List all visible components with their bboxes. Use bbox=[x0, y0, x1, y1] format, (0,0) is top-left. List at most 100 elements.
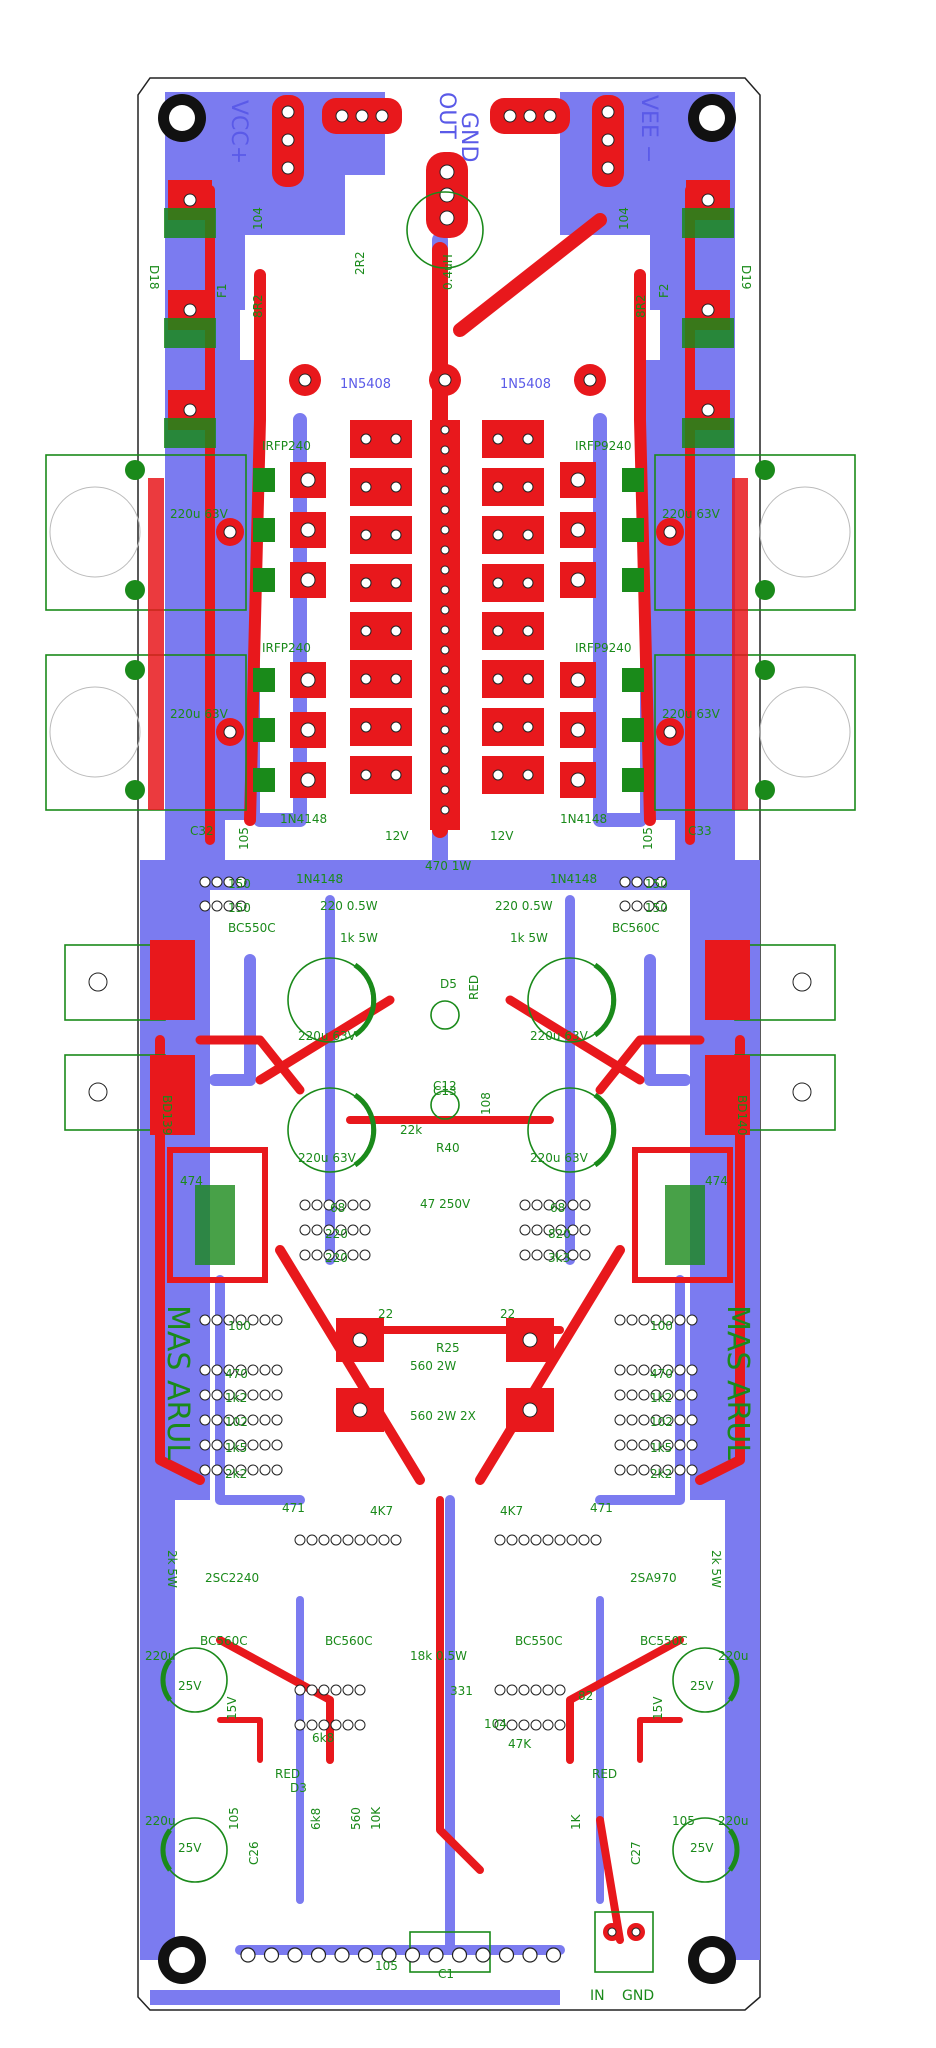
fuse-body-2 bbox=[164, 418, 216, 448]
pad-22-3 bbox=[330, 1534, 342, 1546]
label-r8r2-r: 8R2 bbox=[634, 294, 648, 318]
pad-11-2 bbox=[638, 1464, 650, 1476]
label-c104-r: 104 bbox=[617, 207, 631, 230]
source-resistor-R4 bbox=[482, 612, 544, 650]
label-out: OUT bbox=[434, 92, 459, 139]
fuse-body-5 bbox=[682, 418, 734, 448]
label-cap-8: 220u 63V bbox=[530, 1151, 589, 1165]
label-1n5408-r: 1N5408 bbox=[500, 377, 551, 392]
label-c474-l: 474 bbox=[180, 1174, 203, 1188]
pad-4-5 bbox=[259, 1439, 271, 1451]
sr-hole-a bbox=[360, 721, 372, 733]
bus-via bbox=[440, 425, 450, 435]
header-pad-2 bbox=[287, 1947, 303, 1963]
label-bc560c-b: BC560C bbox=[200, 1634, 248, 1648]
pad-1-1 bbox=[211, 1364, 223, 1376]
pad-23-3 bbox=[530, 1534, 542, 1546]
pad-8-4 bbox=[662, 1389, 674, 1401]
pmos-lead-4 bbox=[622, 718, 644, 742]
sr-hole-b bbox=[390, 481, 402, 493]
label-r82: 82 bbox=[578, 1689, 593, 1703]
label-r25: R25 bbox=[436, 1341, 460, 1355]
pad-27-0 bbox=[494, 1719, 506, 1731]
fuse-hole-1 bbox=[183, 303, 197, 317]
pad-22-7 bbox=[378, 1534, 390, 1546]
pad-5-3 bbox=[235, 1464, 247, 1476]
nmos-lead-3 bbox=[253, 668, 275, 692]
header-pad-0 bbox=[240, 1947, 256, 1963]
label-2sc2240: 2SC2240 bbox=[205, 1571, 259, 1585]
label-cap-4: 220u 63V bbox=[662, 707, 721, 721]
label-cap-5: 220u 63V bbox=[298, 1029, 357, 1043]
pad-17-5 bbox=[579, 1249, 591, 1261]
label-r220-r: 220 0.5W bbox=[495, 899, 553, 913]
label-12v-l: 12V bbox=[385, 829, 409, 843]
pad-2-6 bbox=[271, 1389, 283, 1401]
sr-hole-b bbox=[522, 433, 534, 445]
pad-3-1 bbox=[211, 1414, 223, 1426]
label-r4k7-r: 4K7 bbox=[500, 1504, 523, 1518]
sr-hole-a bbox=[360, 673, 372, 685]
pad-13-2 bbox=[323, 1224, 335, 1236]
label-r2k2-l: 2k2 bbox=[225, 1467, 247, 1481]
label-r2r2: 2R2 bbox=[353, 251, 367, 275]
source-resistor-L7 bbox=[350, 756, 412, 794]
bus-via bbox=[440, 485, 450, 495]
sr-hole-b bbox=[522, 529, 534, 541]
power-stage bbox=[164, 180, 734, 830]
label-cap-2: 220u 63V bbox=[170, 707, 229, 721]
pad-22-1 bbox=[306, 1534, 318, 1546]
pad-10-5 bbox=[674, 1439, 686, 1451]
label-r68-l: 68 bbox=[330, 1201, 345, 1215]
terminal-labels: VCC+ OUT GND VEE − IN GND bbox=[226, 92, 661, 2004]
pad-2-1 bbox=[211, 1389, 223, 1401]
pad-9-0 bbox=[614, 1414, 626, 1426]
label-c105-a: 105 bbox=[237, 827, 251, 850]
nmos-lead-0 bbox=[253, 468, 275, 492]
pad-19-3 bbox=[235, 900, 247, 912]
label-25v-2: 25V bbox=[690, 1679, 714, 1693]
pad-1-5 bbox=[259, 1364, 271, 1376]
rect-diode-hole-1 bbox=[438, 373, 452, 387]
pad-27-2 bbox=[518, 1719, 530, 1731]
label-r2k2-r: 2k2 bbox=[650, 1467, 672, 1481]
label-r3k3: 3k3 bbox=[548, 1251, 570, 1265]
sr-hole-a bbox=[492, 481, 504, 493]
pad-21-0 bbox=[619, 900, 631, 912]
label-c105-e: 105 bbox=[375, 1959, 398, 1973]
pmos-lead-5 bbox=[622, 768, 644, 792]
pad-5-1 bbox=[211, 1464, 223, 1476]
pmos-lead-3 bbox=[622, 668, 644, 692]
label-r68-r: 68 bbox=[550, 1201, 565, 1215]
label-r102-r: 102 bbox=[650, 1415, 673, 1429]
sr-hole-b bbox=[522, 625, 534, 637]
label-1n4148-c: 1N4148 bbox=[296, 872, 343, 886]
label-r560: 560 bbox=[349, 1807, 363, 1830]
pad-16-4 bbox=[567, 1224, 579, 1236]
label-r10k: 10K bbox=[369, 1806, 383, 1830]
pad-16-1 bbox=[531, 1224, 543, 1236]
label-c33: C33 bbox=[688, 824, 712, 838]
pad-23-5 bbox=[554, 1534, 566, 1546]
bus-via bbox=[440, 445, 450, 455]
fuse-hole-5 bbox=[701, 403, 715, 417]
pad-14-3 bbox=[335, 1249, 347, 1261]
pad-6-5 bbox=[674, 1314, 686, 1326]
pad-19-0 bbox=[199, 900, 211, 912]
pad-21-3 bbox=[655, 900, 667, 912]
label-r470-1w: 470 1W bbox=[425, 859, 471, 873]
label-r8r2-l: 8R2 bbox=[251, 294, 265, 318]
pad-6-0 bbox=[614, 1314, 626, 1326]
label-r100-l: 100 bbox=[228, 1319, 251, 1333]
pad-23-4 bbox=[542, 1534, 554, 1546]
pad-0-4 bbox=[247, 1314, 259, 1326]
pad-25-4 bbox=[542, 1684, 554, 1696]
pad-5-2 bbox=[223, 1464, 235, 1476]
pad-22-5 bbox=[354, 1534, 366, 1546]
source-resistor-R1 bbox=[482, 468, 544, 506]
nmos-lead-1 bbox=[253, 518, 275, 542]
pad-6-2 bbox=[638, 1314, 650, 1326]
pad-17-1 bbox=[531, 1249, 543, 1261]
sr-hole-a bbox=[360, 481, 372, 493]
label-f2: F2 bbox=[657, 283, 671, 298]
